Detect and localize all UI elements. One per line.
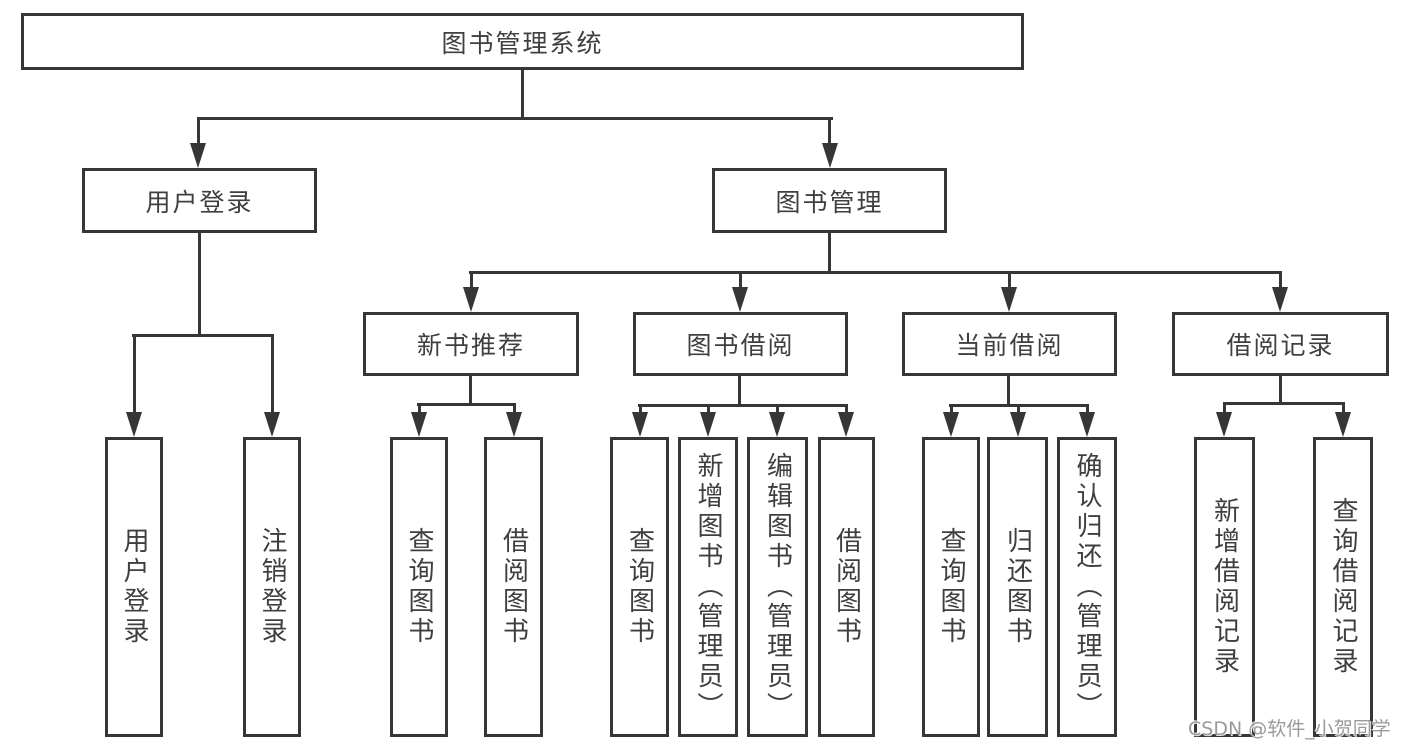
leaf-add-books-admin-label: 新增图书（管理员） (693, 452, 723, 722)
arrow-down-icon (264, 412, 280, 437)
connector-vline (739, 271, 742, 289)
connector-vline (197, 117, 200, 145)
connector-vline (1086, 404, 1089, 413)
connector-vline (198, 231, 201, 336)
leaf-user-login-label: 用户登录 (119, 527, 149, 647)
arrow-down-icon (943, 412, 959, 437)
node-new-book-recommend-label: 新书推荐 (416, 331, 525, 360)
leaf-confirm-return-admin: 确认归还（管理员） (1057, 437, 1117, 737)
node-root: 图书管理系统 (21, 13, 1024, 70)
connector-vline (776, 404, 779, 413)
leaf-edit-books-admin: 编辑图书（管理员） (747, 437, 808, 737)
node-root-label: 图书管理系统 (441, 28, 604, 58)
leaf-confirm-return-admin-label: 确认归还（管理员） (1072, 452, 1102, 722)
node-new-book-recommend: 新书推荐 (363, 312, 579, 376)
connector-vline (1279, 374, 1282, 405)
arrow-down-icon (126, 412, 142, 437)
leaf-query-books-recommend: 查询图书 (390, 437, 448, 737)
arrow-down-icon (1335, 412, 1351, 437)
arrow-down-icon (1216, 412, 1232, 437)
leaf-logout: 注销登录 (243, 437, 301, 737)
node-borrow-records: 借阅记录 (1172, 312, 1389, 376)
leaf-query-borrow-record-label: 查询借阅记录 (1328, 497, 1358, 677)
leaf-return-books-label: 归还图书 (1002, 527, 1033, 647)
connector-hline (638, 404, 848, 407)
connector-vline (707, 404, 710, 413)
node-current-borrow: 当前借阅 (902, 312, 1117, 376)
connector-vline (1279, 271, 1282, 289)
node-user-login-label: 用户登录 (145, 187, 254, 217)
arrow-down-icon (463, 287, 479, 312)
leaf-borrow-books-recommend: 借阅图书 (484, 437, 543, 737)
csdn-watermark: CSDN @软件_小贺同学 (1188, 718, 1391, 740)
arrow-down-icon (506, 412, 522, 437)
connector-vline (828, 231, 831, 274)
connector-hline (1223, 402, 1345, 405)
connector-vline (1017, 404, 1020, 413)
connector-vline (738, 374, 741, 407)
connector-vline (418, 403, 421, 413)
node-book-management-label: 图书管理 (775, 187, 884, 217)
node-current-borrow-label: 当前借阅 (955, 331, 1064, 360)
arrow-down-icon (700, 412, 716, 437)
node-book-borrow: 图书借阅 (633, 312, 848, 376)
connector-vline (521, 68, 524, 119)
node-book-management: 图书管理 (712, 168, 947, 233)
leaf-borrow-books-recommend-label: 借阅图书 (498, 527, 529, 647)
leaf-query-books-current: 查询图书 (922, 437, 980, 737)
connector-vline (639, 404, 642, 413)
connector-hline (132, 334, 274, 337)
node-book-borrow-label: 图书借阅 (686, 331, 795, 360)
node-borrow-records-label: 借阅记录 (1226, 331, 1335, 360)
leaf-query-borrow-record: 查询借阅记录 (1313, 437, 1373, 737)
connector-hline (417, 403, 516, 406)
leaf-edit-books-admin-label: 编辑图书（管理员） (762, 452, 793, 722)
arrow-down-icon (1079, 412, 1095, 437)
leaf-add-borrow-record: 新增借阅记录 (1194, 437, 1255, 737)
connector-vline (470, 271, 473, 289)
connector-vline (828, 117, 831, 145)
leaf-user-login: 用户登录 (105, 437, 163, 737)
arrow-down-icon (190, 143, 206, 168)
arrow-down-icon (769, 412, 785, 437)
leaf-logout-label: 注销登录 (257, 527, 287, 647)
connector-vline (271, 334, 274, 413)
connector-vline (1007, 374, 1010, 407)
connector-vline (1223, 402, 1226, 413)
leaf-borrow-books: 借阅图书 (818, 437, 875, 737)
connector-vline (1342, 402, 1345, 413)
leaf-query-books-recommend-label: 查询图书 (404, 527, 434, 647)
arrow-down-icon (1010, 412, 1026, 437)
leaf-borrow-books-label: 借阅图书 (831, 527, 862, 647)
leaf-add-books-admin: 新增图书（管理员） (678, 437, 738, 737)
connector-hline (469, 271, 1282, 274)
connector-vline (513, 403, 516, 413)
arrow-down-icon (732, 287, 748, 312)
arrow-down-icon (1272, 287, 1288, 312)
leaf-add-borrow-record-label: 新增借阅记录 (1209, 497, 1240, 677)
connector-vline (845, 404, 848, 413)
node-user-login: 用户登录 (82, 168, 317, 233)
arrow-down-icon (411, 412, 427, 437)
connector-vline (133, 334, 136, 413)
connector-vline (469, 374, 472, 406)
leaf-query-books-current-label: 查询图书 (936, 527, 966, 647)
arrow-down-icon (822, 143, 838, 168)
connector-vline (1008, 271, 1011, 289)
leaf-query-books-borrow-label: 查询图书 (624, 527, 655, 647)
arrow-down-icon (1001, 287, 1017, 312)
arrow-down-icon (632, 412, 648, 437)
arrow-down-icon (838, 412, 854, 437)
connector-hline (197, 117, 833, 120)
connector-vline (950, 404, 953, 413)
leaf-query-books-borrow: 查询图书 (610, 437, 669, 737)
leaf-return-books: 归还图书 (987, 437, 1048, 737)
